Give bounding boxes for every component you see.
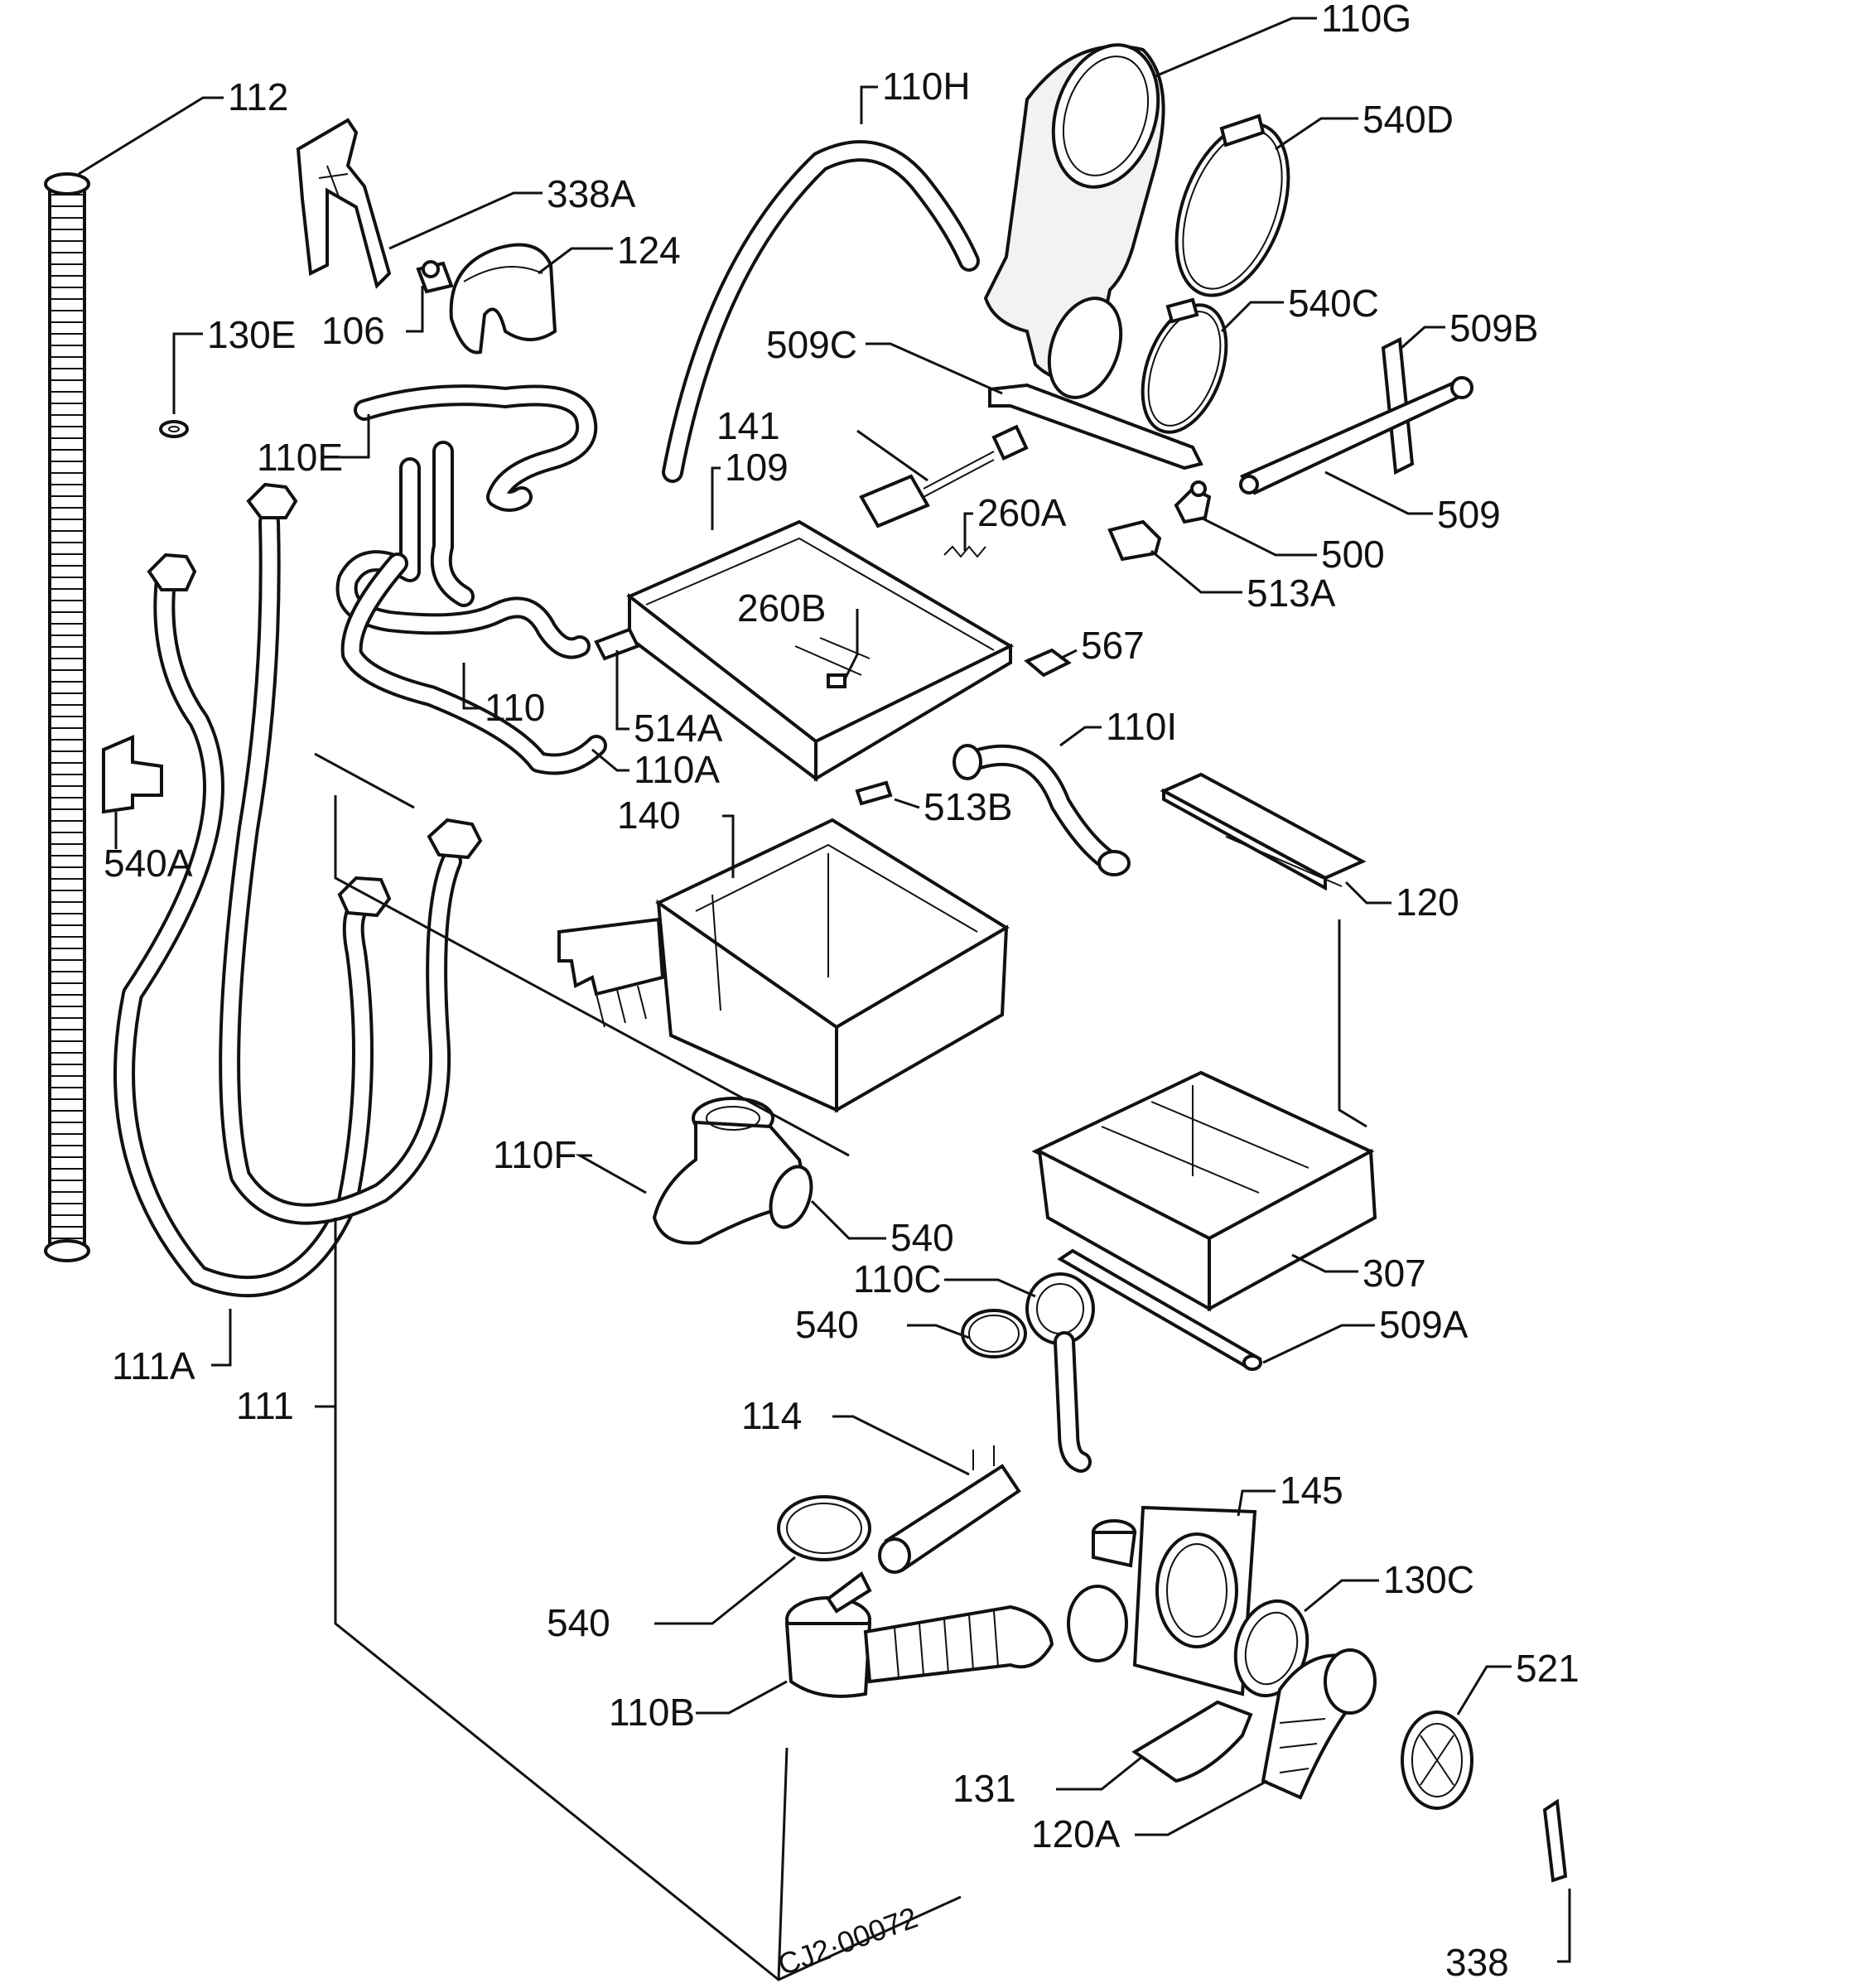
part-120-drawer-cover — [1160, 772, 1367, 891]
label-120: 120 — [1396, 881, 1459, 924]
label-307: 307 — [1362, 1252, 1426, 1295]
part-567-cap — [1024, 648, 1072, 678]
part-110g-air-trap — [983, 43, 1165, 399]
label-130e: 130E — [207, 313, 296, 356]
label-110f: 110F — [493, 1133, 576, 1176]
part-120a-filter — [1261, 1648, 1377, 1800]
part-338-clip — [1542, 1798, 1568, 1883]
part-112-corrugated-hose — [44, 172, 90, 1262]
label-540c: 540C — [1288, 282, 1379, 325]
leader-lines — [78, 17, 1571, 1981]
part-521-impeller — [1401, 1711, 1473, 1810]
part-114-tube — [878, 1445, 1021, 1574]
part-500-valve — [1174, 480, 1212, 524]
part-labels: 112 338A 124 106 130E 110E 110H 110G 540… — [104, 0, 1580, 1984]
label-124: 124 — [617, 229, 681, 272]
part-130e-washer — [159, 420, 189, 438]
part-110a-hose — [340, 552, 607, 775]
label-145: 145 — [1280, 1469, 1343, 1512]
part-110f-bellows — [652, 1097, 813, 1245]
part-131-cover — [1131, 1700, 1253, 1783]
part-513b-fitting — [855, 780, 893, 806]
part-540-clamp-3 — [777, 1495, 871, 1561]
label-110: 110 — [485, 686, 545, 729]
part-109-dispenser-lid — [626, 519, 1015, 783]
label-540-2: 540 — [795, 1303, 859, 1346]
label-140: 140 — [617, 794, 681, 837]
drawing-code: CJ2·00072 — [774, 1900, 923, 1982]
label-260a: 260A — [977, 491, 1067, 534]
label-513b: 513B — [924, 785, 1012, 828]
part-110c-hose — [1025, 1272, 1095, 1473]
part-111-inlet-hose — [219, 482, 483, 1225]
part-130c-seal — [1233, 1599, 1309, 1698]
label-509a: 509A — [1379, 1303, 1469, 1346]
label-513a: 513A — [1247, 572, 1336, 615]
label-111a: 111A — [112, 1344, 195, 1387]
label-130c: 130C — [1383, 1558, 1474, 1601]
label-540d: 540D — [1362, 98, 1454, 141]
label-500: 500 — [1321, 533, 1385, 576]
label-260b: 260B — [737, 586, 826, 630]
part-509c-lever — [988, 383, 1203, 470]
label-111: 111 — [236, 1384, 294, 1427]
label-110i: 110I — [1106, 705, 1177, 748]
label-114: 114 — [741, 1394, 802, 1437]
part-540a-clip — [102, 734, 163, 814]
label-509b: 509B — [1449, 306, 1538, 350]
part-110b-bellows — [784, 1571, 1054, 1698]
label-131: 131 — [953, 1767, 1016, 1810]
label-509c: 509C — [766, 323, 857, 366]
label-112: 112 — [228, 75, 288, 118]
label-514a: 514A — [634, 707, 723, 750]
label-110g: 110G — [1321, 0, 1411, 40]
part-540-clamp-2 — [961, 1309, 1027, 1358]
part-111a-inlet-hose — [113, 552, 392, 1298]
part-110h-hose — [662, 140, 980, 483]
part-110i-hose — [953, 744, 1131, 876]
part-513a-holder — [1107, 519, 1162, 562]
part-338a-bracket — [296, 118, 392, 289]
part-540d-clamp — [1174, 113, 1290, 297]
part-145-pump — [1067, 1505, 1257, 1696]
label-567: 567 — [1081, 624, 1145, 667]
label-509: 509 — [1437, 493, 1501, 536]
label-109: 109 — [725, 446, 789, 489]
label-110a: 110A — [634, 748, 720, 791]
label-110b: 110B — [609, 1691, 695, 1734]
part-141-solenoid — [859, 424, 1029, 528]
label-338a: 338A — [547, 172, 636, 215]
part-124-cap — [449, 243, 557, 355]
label-106: 106 — [321, 309, 385, 352]
label-338: 338 — [1445, 1941, 1509, 1984]
label-110e: 110E — [257, 436, 343, 479]
part-514a-fitting — [594, 627, 640, 661]
label-110h: 110H — [882, 65, 971, 108]
part-110e-hose — [354, 384, 598, 512]
part-509-rod — [1239, 376, 1473, 495]
part-540c-clamp — [1141, 297, 1228, 434]
part-509a-rod — [1057, 1248, 1262, 1371]
label-141: 141 — [716, 404, 780, 447]
part-260a-spring — [943, 545, 986, 558]
part-110-hose — [335, 441, 591, 659]
part-140-dispenser-housing — [557, 818, 1010, 1113]
label-540-1: 540 — [890, 1216, 954, 1259]
part-307-drawer — [1031, 1070, 1377, 1312]
label-540-3: 540 — [547, 1601, 610, 1644]
label-540a: 540A — [104, 842, 193, 885]
part-106-connector — [416, 260, 454, 294]
label-110c: 110C — [853, 1257, 942, 1300]
label-120a: 120A — [1031, 1812, 1121, 1855]
label-521: 521 — [1516, 1647, 1580, 1690]
